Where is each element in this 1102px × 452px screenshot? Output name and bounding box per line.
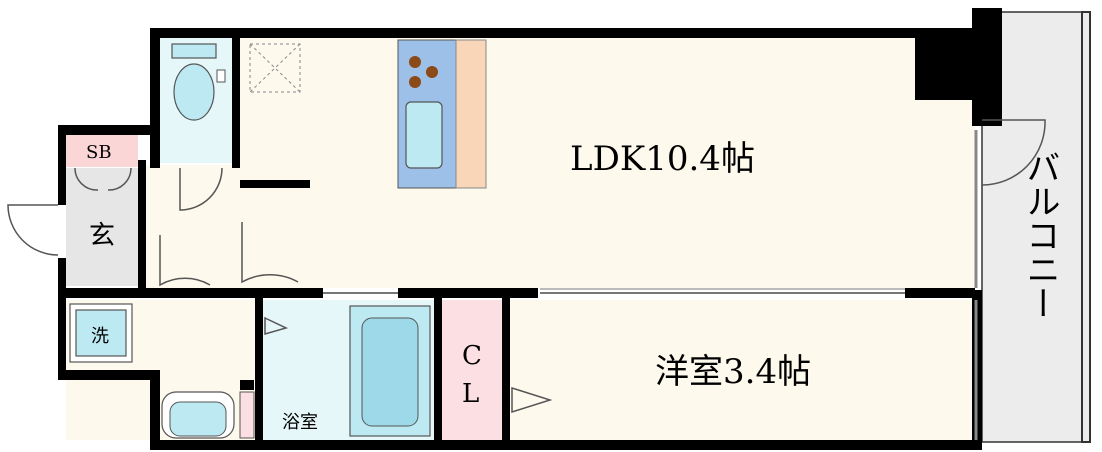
closet-floor (440, 300, 502, 440)
balcony-outline (981, 11, 1091, 443)
room-label-entrance: 玄 (89, 221, 115, 251)
burner-icon (409, 76, 421, 88)
toilet-icon (173, 63, 215, 121)
sink-icon (405, 101, 443, 169)
label-closet-c: C (462, 341, 482, 371)
toilet-door[interactable] (179, 167, 223, 211)
closet-door-icon[interactable] (511, 386, 553, 414)
entrance-floor (66, 168, 138, 286)
label-washer: 洗 (91, 326, 109, 347)
kitchen-side-counter (455, 39, 487, 189)
bedroom-floor (508, 300, 974, 440)
washer-icon (75, 309, 127, 357)
burner-icon (426, 66, 438, 78)
shoebox-door[interactable] (74, 167, 132, 191)
label-closet-l: L (462, 379, 479, 409)
toilet-tank-icon (171, 43, 217, 59)
entrance-door[interactable] (7, 204, 59, 256)
burner-icon (409, 56, 421, 68)
balcony-door[interactable] (981, 119, 1046, 186)
washbasin-bowl (169, 401, 227, 437)
room-label-bath: 浴室 (282, 412, 318, 433)
ldk-door[interactable] (241, 222, 299, 284)
wash-cabinet (239, 391, 255, 439)
room-label-bedroom: 洋室3.4帖 (655, 352, 811, 392)
room-label-balcony: バルコニー (1020, 150, 1060, 320)
bath-door-icon[interactable] (264, 316, 289, 335)
shoe-box (66, 135, 138, 167)
hall-door[interactable] (159, 235, 211, 287)
hall-floor (145, 165, 245, 290)
ldk-floor (240, 38, 975, 288)
room-label-ldk: LDK10.4帖 (570, 139, 755, 179)
label-shoe-box: SB (86, 142, 112, 163)
ventilation-icon (249, 43, 301, 93)
toilet-paper-icon (216, 69, 226, 83)
bathtub-inner (361, 317, 419, 427)
